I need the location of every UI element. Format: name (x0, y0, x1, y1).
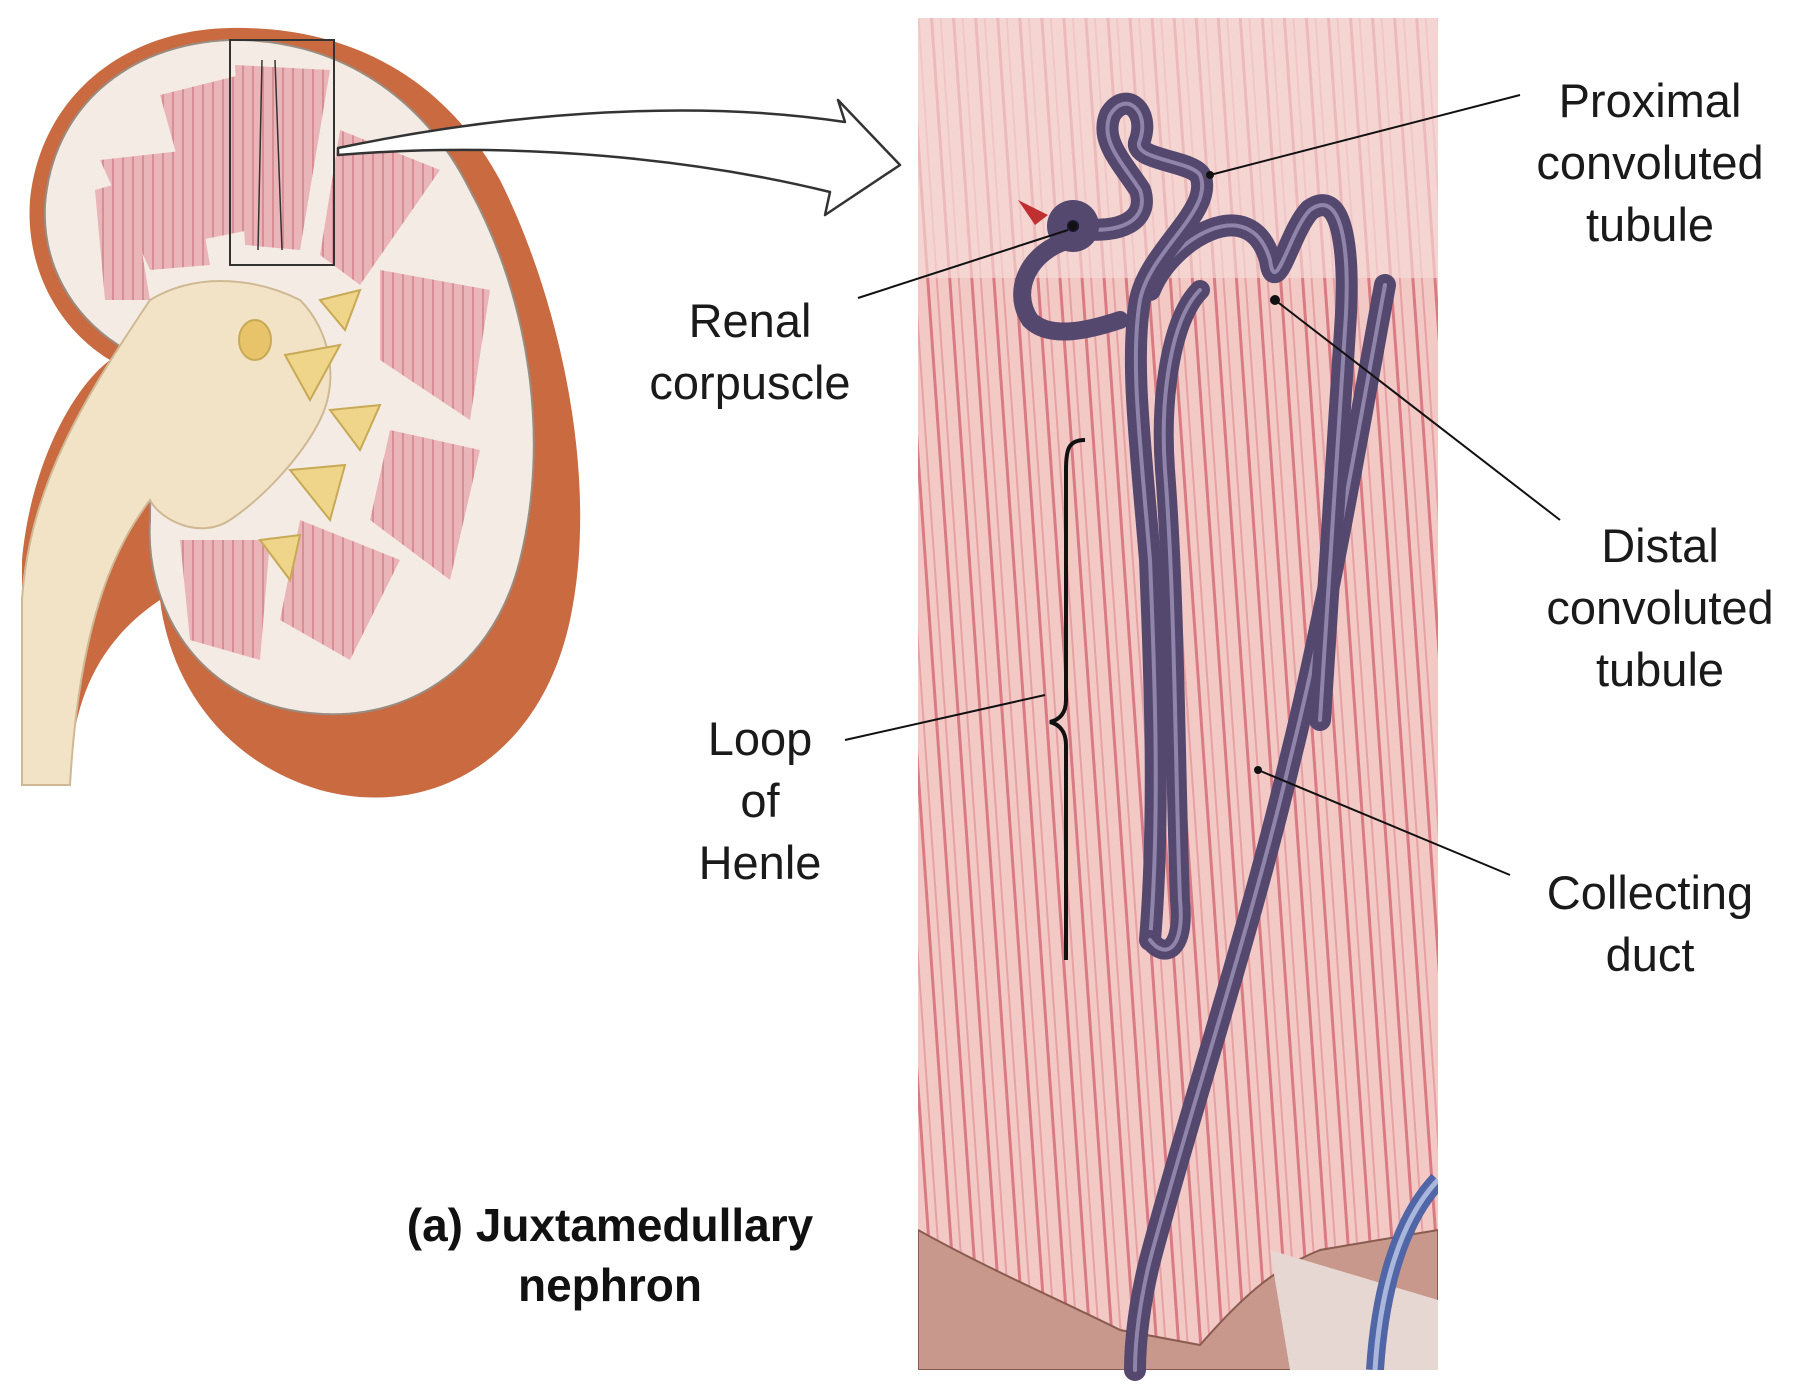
renal-pelvis (21, 280, 332, 786)
kidney-section (21, 27, 581, 798)
renal-pyramids (95, 65, 490, 660)
caption-line: (a) Juxtamedullary (406, 1199, 814, 1251)
zoom-box (229, 39, 335, 266)
leader-dots (1069, 171, 1280, 774)
label-renal-corpuscle: Renal corpuscle (620, 290, 880, 414)
figure-caption: (a) Juxtamedullary nephron (330, 1195, 890, 1315)
label-collecting-duct: Collecting duct (1500, 862, 1800, 986)
leader-lines (844, 94, 1561, 876)
label-line: duct (1605, 928, 1695, 981)
label-line: tubule (1585, 198, 1715, 251)
label-line: convoluted (1546, 581, 1774, 634)
label-line: Collecting (1546, 866, 1754, 919)
label-loop-of-henle: Loop of Henle (660, 708, 860, 894)
nephron (1013, 92, 1396, 1381)
label-line: Renal (688, 294, 812, 347)
loop-bracket (1049, 438, 1086, 960)
label-line: Henle (698, 836, 822, 889)
label-line: of (740, 774, 780, 827)
calyces (238, 288, 382, 583)
zoom-arrow (336, 98, 902, 217)
label-distal-convoluted-tubule: Distal convoluted tubule (1510, 515, 1809, 701)
leader-distal (1274, 299, 1561, 521)
caption-line: nephron (518, 1259, 702, 1311)
leader-loop (844, 694, 1046, 741)
leader-proximal (1209, 94, 1521, 176)
label-proximal-convoluted-tubule: Proximal convoluted tubule (1500, 70, 1800, 256)
label-line: Loop (707, 712, 813, 765)
label-line: convoluted (1536, 136, 1764, 189)
label-line: corpuscle (649, 356, 851, 409)
label-line: tubule (1595, 643, 1725, 696)
leader-renal (857, 229, 1069, 299)
leader-collecting (1257, 769, 1511, 876)
label-line: Proximal (1558, 74, 1742, 127)
label-line: Distal (1601, 519, 1719, 572)
